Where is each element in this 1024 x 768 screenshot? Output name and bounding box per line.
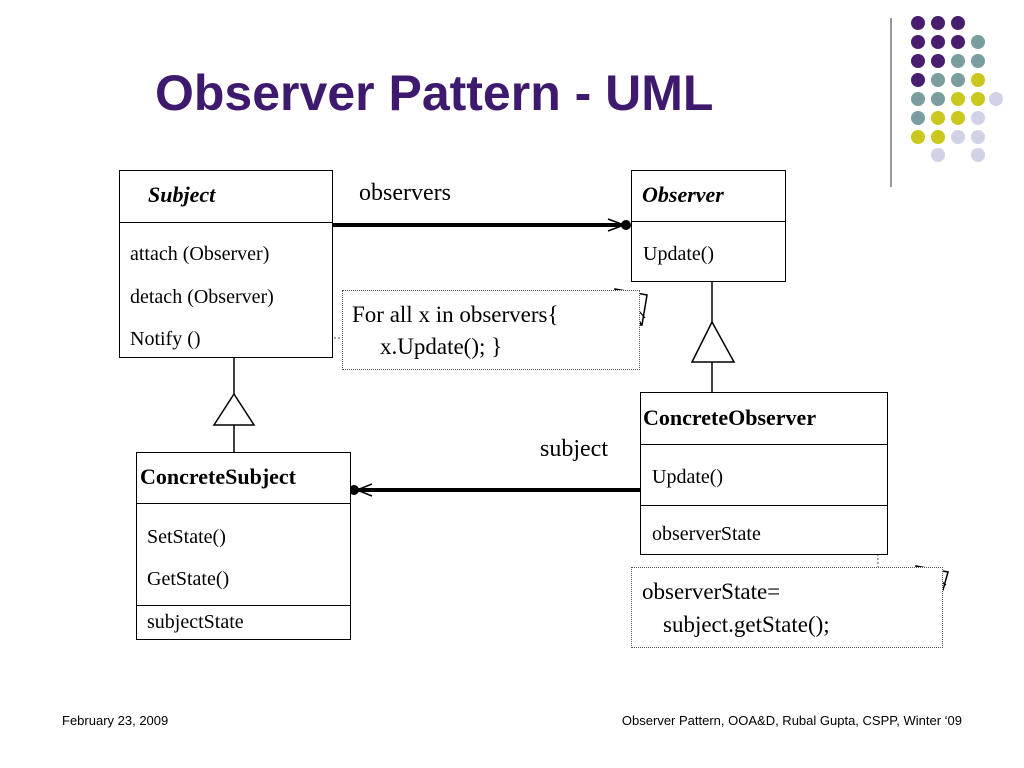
update-note-line1: observerState=: [642, 579, 781, 604]
concrete-subject-class: ConcreteSubject SetState() GetState() su…: [136, 452, 351, 640]
corner-dot-decoration: [911, 16, 1003, 162]
concrete-observer-class: ConcreteObserver Update() observerState: [640, 392, 888, 555]
footer-credits: Observer Pattern, OOA&D, Rubal Gupta, CS…: [621, 713, 962, 728]
concrete-subject-op-getstate: GetState(): [147, 568, 230, 590]
concrete-subject-class-name: ConcreteSubject: [140, 464, 296, 489]
subject-inheritance-arrow: [212, 357, 256, 453]
concrete-observer-class-name: ConcreteObserver: [643, 405, 817, 430]
subject-op-attach: attach (Observer): [130, 243, 270, 265]
update-note-line2: subject.getState();: [663, 612, 830, 637]
observer-class-name: Observer: [642, 182, 724, 207]
observer-op-update: Update(): [643, 243, 715, 265]
subject-role-label: subject: [540, 436, 608, 462]
notify-note-line1: For all x in observers{: [352, 302, 559, 327]
footer-date: February 23, 2009: [62, 713, 169, 728]
observer-inheritance-arrow: [690, 281, 736, 392]
concrete-subject-attr-subjectstate: subjectState: [147, 611, 244, 633]
notify-implementation-note: For all x in observers{ x.Update(); }: [342, 290, 640, 370]
notify-note-line2: x.Update(); }: [380, 334, 503, 359]
subject-association: [349, 483, 641, 497]
subject-op-detach: detach (Observer): [130, 286, 274, 308]
concrete-observer-attr-observerstate: observerState: [652, 523, 761, 545]
subject-class: Subject attach (Observer) detach (Observ…: [119, 170, 333, 358]
observer-class: Observer Update(): [631, 170, 786, 282]
concrete-subject-op-setstate: SetState(): [147, 526, 226, 548]
slide-title: Observer Pattern - UML: [155, 65, 714, 121]
subject-class-name: Subject: [148, 182, 216, 207]
subject-op-notify: Notify (): [130, 328, 201, 350]
observers-role-label: observers: [359, 180, 451, 206]
concrete-observer-op-update: Update(): [652, 466, 724, 488]
observers-association: [332, 218, 631, 232]
update-implementation-note: observerState= subject.getState();: [631, 567, 943, 648]
